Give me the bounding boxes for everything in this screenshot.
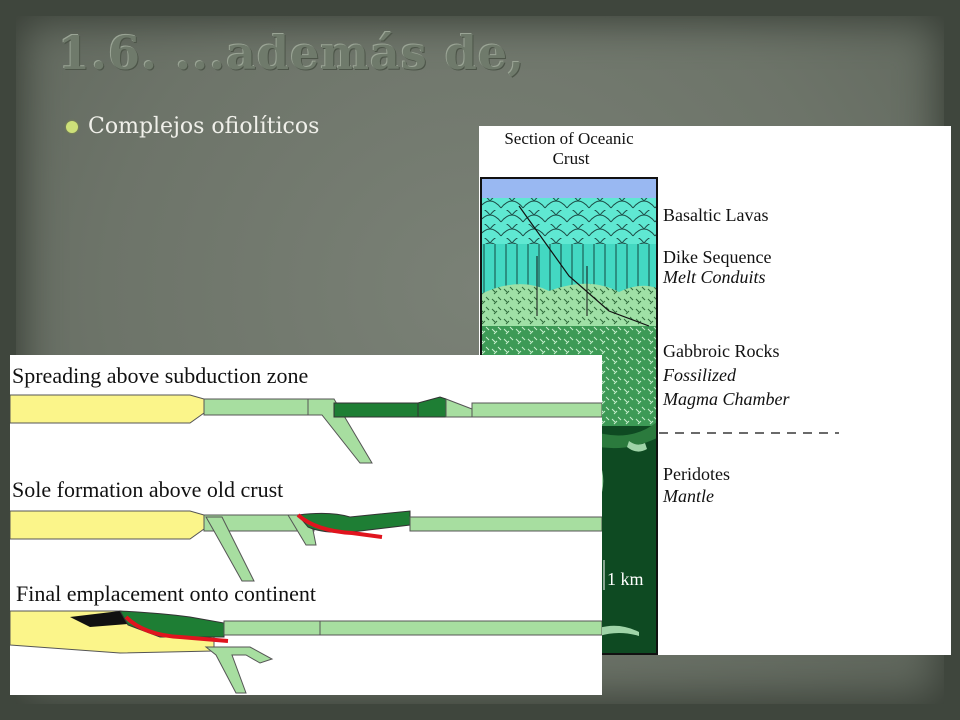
stage-1-ridge: [417, 396, 447, 418]
ophiolite-emplacement-stages-diagram: Spreading above subduction zone Sole for…: [10, 355, 602, 695]
label-fossilized: Fossilized: [662, 365, 737, 385]
stage-2-old-slab: [205, 516, 255, 582]
scale-label: 1 km: [607, 569, 644, 589]
stage-2-continent: [10, 510, 205, 540]
dunite-lens-small: [627, 441, 647, 452]
stage-2-title: Sole formation above old crust: [12, 477, 283, 502]
stage-1-subducting-slab: [307, 398, 373, 464]
stage-3-title: Final emplacement onto continent: [16, 581, 316, 606]
stage-1-title: Spreading above subduction zone: [12, 363, 308, 388]
stage-2-crust-right: [409, 516, 602, 532]
stage-3-slab: [204, 646, 274, 694]
stage-1-continent: [10, 394, 205, 424]
slide-title: 1.6. ...además de,: [58, 26, 526, 80]
stage-1-ophiolite: [333, 402, 419, 418]
label-gabbroic-rocks: Gabbroic Rocks: [663, 341, 779, 361]
label-basaltic-lavas: Basaltic Lavas: [663, 205, 768, 225]
stage-3-metamorphic-sole: [124, 615, 229, 643]
fault-line: [518, 205, 650, 327]
stage-3-oceanic-crust: [223, 620, 602, 636]
stage-2-metamorphic-sole: [296, 513, 383, 539]
label-peridotes: Peridotes: [663, 464, 730, 484]
stage-1-crust-right: [471, 402, 602, 418]
label-dike-sequence: Dike Sequence: [663, 247, 771, 267]
stage-2-ophiolite: [297, 510, 411, 533]
label-magma-chamber: Magma Chamber: [662, 389, 790, 409]
label-melt-conduits: Melt Conduits: [662, 267, 766, 287]
bullet-text: Complejos ofiolíticos: [88, 114, 320, 139]
dunite-lens-bottom: [599, 625, 639, 636]
section-heading-line2: Crust: [553, 149, 590, 168]
label-mantle: Mantle: [662, 486, 714, 506]
emplacement-stages-svg: Spreading above subduction zone Sole for…: [10, 363, 602, 694]
section-heading-line1: Section of Oceanic: [504, 129, 634, 148]
bullet-item: Complejos ofiolíticos: [66, 114, 319, 139]
stage-1-crust-mid: [445, 398, 473, 418]
basaltic-lavas-layer: [481, 198, 657, 246]
bullet-dot-icon: [66, 120, 78, 133]
